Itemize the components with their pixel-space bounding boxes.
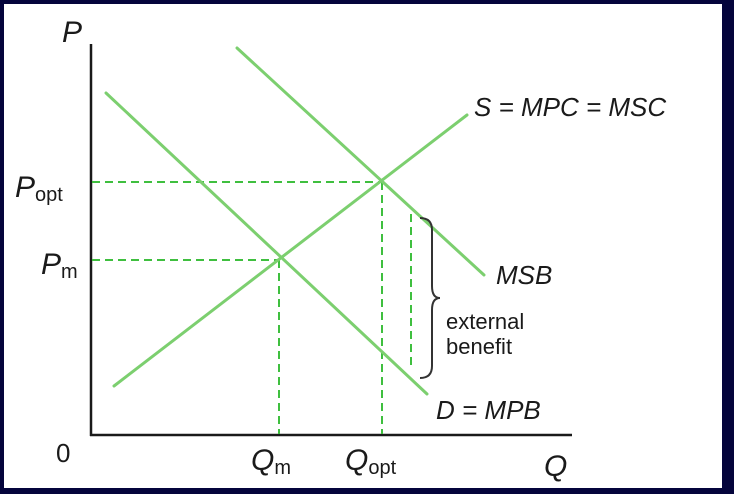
q-m-main: Q: [251, 444, 274, 477]
msb-curve-label: MSB: [496, 260, 552, 290]
y-axis-label: P: [62, 16, 82, 49]
supply-curve: [112, 113, 469, 388]
external-benefit-line1: external: [446, 309, 524, 334]
demand-curve-label: D = MPB: [436, 395, 541, 425]
external-benefit-line2: benefit: [446, 334, 512, 359]
demand-curve: [104, 91, 429, 396]
p-m-label: Pm: [41, 248, 78, 283]
p-opt-sub: opt: [35, 184, 63, 206]
x-axis-label: Q: [544, 450, 567, 483]
guide-lines: [92, 181, 412, 434]
p-m-main: P: [41, 248, 61, 281]
origin-label: 0: [56, 438, 70, 468]
msb-curve: [235, 46, 486, 277]
external-benefit-brace: [419, 217, 441, 379]
externality-diagram: P Q 0 Popt Pm Qm Qopt S = MPC = MSC MSB …: [15, 16, 666, 483]
q-m-sub: m: [274, 457, 291, 479]
p-opt-label: Popt: [15, 171, 63, 206]
q-opt-label: Qopt: [345, 444, 397, 479]
q-opt-sub: opt: [368, 457, 396, 479]
p-m-sub: m: [61, 261, 78, 283]
curves: [104, 46, 486, 396]
q-opt-main: Q: [345, 444, 368, 477]
p-opt-main: P: [15, 171, 35, 204]
diagram-panel: P Q 0 Popt Pm Qm Qopt S = MPC = MSC MSB …: [4, 4, 722, 488]
q-m-label: Qm: [251, 444, 291, 479]
supply-curve-label: S = MPC = MSC: [474, 92, 666, 122]
